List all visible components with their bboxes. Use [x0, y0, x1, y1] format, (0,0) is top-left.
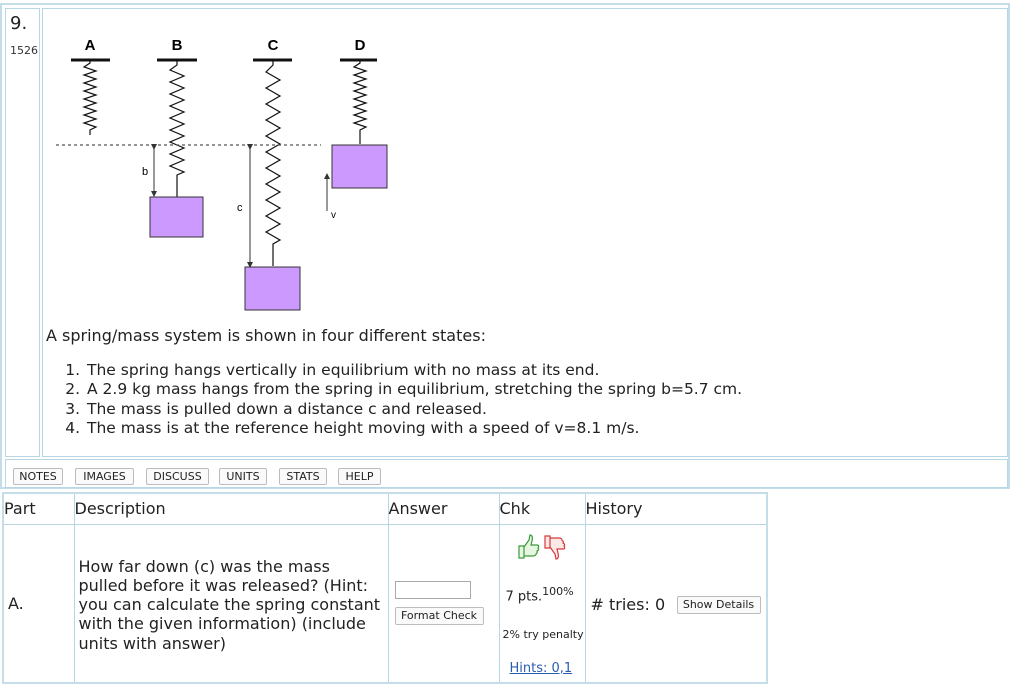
- spring-d: [352, 60, 368, 144]
- state-item: The spring hangs vertically in equilibri…: [85, 361, 742, 380]
- header-chk: Chk: [498, 492, 586, 525]
- feedback-icons: [517, 533, 565, 560]
- try-penalty: 2% try penalty: [502, 627, 584, 641]
- spring-c: [264, 60, 282, 266]
- images-button[interactable]: IMAGES: [75, 468, 134, 485]
- header-part: Part: [2, 492, 75, 525]
- header-history: History: [584, 492, 768, 525]
- notes-button[interactable]: NOTES: [13, 468, 63, 485]
- problem-number-column: 9. 1526: [5, 8, 40, 457]
- points-percent: 100%: [542, 584, 574, 598]
- state-label-d: D: [355, 37, 366, 54]
- problem-id: 1526: [10, 44, 38, 57]
- problem-intro: A spring/mass system is shown in four di…: [46, 326, 486, 345]
- spring-b: [168, 60, 186, 197]
- table-row: A. How far down (c) was the mass pulled …: [2, 523, 768, 684]
- problem-number: 9.: [10, 13, 28, 34]
- part-label: A.: [2, 523, 75, 684]
- state-item: The mass is pulled down a distance c and…: [85, 400, 742, 419]
- help-button[interactable]: HELP: [338, 468, 381, 485]
- points-value: 7 pts.100%: [506, 585, 574, 604]
- label-b: b: [142, 166, 148, 178]
- units-button[interactable]: UNITS: [219, 468, 267, 485]
- label-v: v: [331, 210, 336, 221]
- discuss-button[interactable]: DISCUSS: [146, 468, 209, 485]
- state-item: The mass is at the reference height movi…: [85, 419, 742, 438]
- problem-content: A B C D b c v: [42, 8, 1008, 457]
- points-label: 7 pts.: [505, 588, 543, 604]
- answer-input[interactable]: [394, 580, 471, 599]
- mass-c: [244, 266, 301, 311]
- table-header-row: Part Description Answer Chk History: [2, 492, 768, 525]
- problem-toolbar: NOTES IMAGES DISCUSS UNITS STATS HELP: [5, 459, 1008, 488]
- check-cell: 7 pts.100% 2% try penalty Hints: 0,1: [498, 523, 586, 684]
- state-label-a: A: [85, 37, 96, 54]
- part-description: How far down (c) was the mass pulled bef…: [73, 523, 389, 684]
- hints-link[interactable]: Hints: 0,1: [509, 660, 573, 676]
- header-description: Description: [73, 492, 389, 525]
- answer-cell: Format Check: [387, 523, 500, 684]
- format-check-button[interactable]: Format Check: [394, 606, 484, 625]
- history-cell: # tries: 0 Show Details: [584, 523, 768, 684]
- problem-panel: 9. 1526 A B C D: [0, 3, 1010, 489]
- state-label-c: C: [268, 37, 279, 54]
- header-answer: Answer: [387, 492, 500, 525]
- mass-d: [331, 144, 388, 189]
- mass-b: [149, 196, 204, 238]
- thumbs-up-icon: [517, 533, 539, 559]
- state-item: A 2.9 kg mass hangs from the spring in e…: [85, 380, 742, 399]
- state-list: The spring hangs vertically in equilibri…: [43, 361, 742, 438]
- spring-mass-diagram: A B C D b c v: [56, 37, 388, 311]
- spring-a: [82, 60, 98, 135]
- parts-table: Part Description Answer Chk History A. H…: [2, 492, 768, 684]
- thumbs-down-icon: [543, 534, 565, 560]
- show-details-button[interactable]: Show Details: [676, 595, 761, 614]
- tries-count: # tries: 0: [590, 594, 666, 614]
- label-c: c: [237, 202, 243, 214]
- state-label-b: B: [172, 37, 183, 54]
- stats-button[interactable]: STATS: [279, 468, 327, 485]
